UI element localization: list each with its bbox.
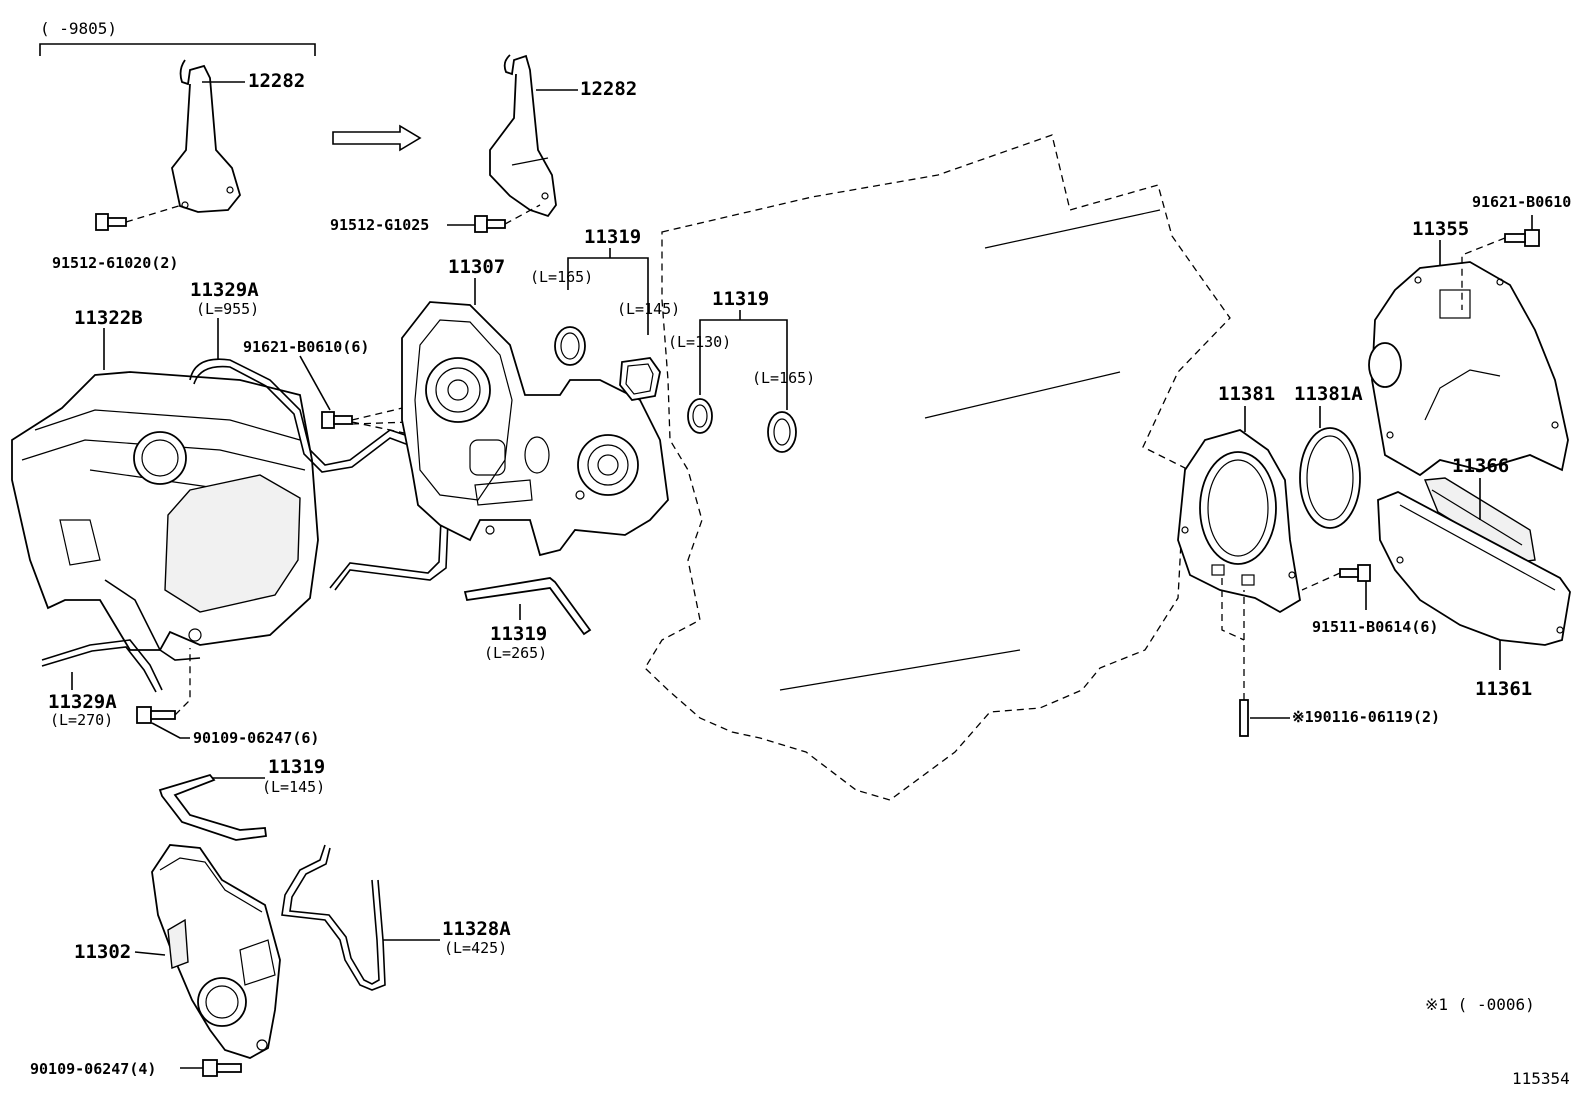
label-90109-06247-6: 90109-06247(6) — [193, 729, 319, 747]
label-11328A: 11328A — [442, 918, 511, 940]
part-11328A-gasket-425[interactable] — [281, 844, 386, 991]
bolt-91512-61020[interactable] — [95, 213, 127, 231]
label-11319-b-len2: (L=165) — [752, 369, 815, 387]
range-note-bottom: ※1 ( -0006) — [1425, 995, 1535, 1014]
label-11319-a-len1: (L=165) — [530, 268, 593, 286]
label-91621-B0610-6: 91621-B0610(6) — [243, 338, 369, 356]
replacement-arrow-icon — [332, 124, 422, 152]
range-bracket-top — [39, 43, 316, 56]
part-11319-oring-130[interactable] — [687, 398, 713, 434]
label-11302: 11302 — [74, 941, 131, 963]
part-11319-oring-165a[interactable] — [554, 326, 586, 366]
label-11319-b-len1: (L=130) — [668, 333, 731, 351]
label-11319-c-len: (L=265) — [484, 644, 547, 662]
dash-91512-G1025 — [504, 204, 541, 225]
label-11319-a: 11319 — [584, 226, 641, 248]
label-11381: 11381 — [1218, 383, 1275, 405]
part-11322B-timing-cover[interactable] — [11, 371, 319, 651]
label-11319-c: 11319 — [490, 623, 547, 645]
label-91512-G1025: 91512-G1025 — [330, 216, 429, 234]
leader-90109-06247-6 — [151, 722, 190, 739]
label-91621-B0610: 91621-B0610 — [1472, 193, 1571, 211]
part-11302-lower-cover[interactable] — [151, 844, 281, 1059]
label-12282-new: 12282 — [580, 78, 637, 100]
label-11329A-bottom-len: (L=270) — [50, 711, 113, 729]
label-11319-b: 11319 — [712, 288, 769, 310]
label-11329A-bottom: 11329A — [48, 691, 117, 713]
label-11381A: 11381A — [1294, 383, 1363, 405]
dash-91512-61020 — [125, 204, 183, 223]
part-11381-seal-retainer[interactable] — [1177, 429, 1301, 614]
part-12282-old[interactable] — [171, 59, 241, 213]
part-11329A-gasket-270[interactable] — [41, 579, 201, 693]
part-11319-strip-145[interactable] — [158, 773, 268, 841]
label-11361: 11361 — [1475, 678, 1532, 700]
dash-91621-B0610 — [1461, 237, 1506, 310]
bolt-90109-06247-4[interactable] — [202, 1059, 242, 1077]
label-11329A-top: 11329A — [190, 279, 259, 301]
label-11355: 11355 — [1412, 218, 1469, 240]
label-90109-06247-4: 90109-06247(4) — [30, 1060, 156, 1078]
part-11319-strip-265[interactable] — [463, 577, 592, 636]
part-11361-plate[interactable] — [1377, 491, 1571, 646]
dash-90116-06119 — [1221, 578, 1245, 700]
part-11307-cover[interactable] — [401, 301, 669, 557]
part-11319-oring-165b[interactable] — [767, 411, 797, 453]
leader-11302 — [134, 951, 166, 956]
label-91511-B0614-6: 91511-B0614(6) — [1312, 618, 1438, 636]
label-11319-d-len: (L=145) — [262, 778, 325, 796]
range-note-top: ( -9805) — [40, 19, 117, 38]
part-11355-end-plate[interactable] — [1368, 261, 1569, 477]
label-11328A-len: (L=425) — [444, 939, 507, 957]
dash-90109-06247-6 — [174, 648, 191, 716]
part-11319-seal-145[interactable] — [619, 357, 661, 401]
bolt-91621-B0610-6[interactable] — [321, 411, 353, 429]
label-90116-06119: ※190116-06119(2) — [1292, 708, 1440, 726]
stud-90116-06119[interactable] — [1239, 699, 1249, 737]
label-11366: 11366 — [1452, 455, 1509, 477]
label-11307: 11307 — [448, 256, 505, 278]
bolt-91621-B0610[interactable] — [1504, 229, 1540, 247]
label-11329A-top-len: (L=955) — [196, 300, 259, 318]
callout-11319-group-a — [567, 248, 649, 335]
label-12282-old: 12282 — [248, 70, 305, 92]
label-11322B: 11322B — [74, 307, 143, 329]
bolt-91512-G1025[interactable] — [474, 215, 506, 233]
dash-91511-B0614-6 — [1301, 572, 1341, 591]
label-11319-a-len2: (L=145) — [617, 300, 680, 318]
bolt-91511-B0614-6[interactable] — [1339, 564, 1371, 582]
part-12282-new[interactable] — [489, 54, 557, 218]
part-11381A-oil-seal[interactable] — [1299, 427, 1361, 529]
bolt-90109-06247-6[interactable] — [136, 706, 176, 724]
engine-block-outline — [644, 134, 1231, 801]
label-91512-61020: 91512-61020(2) — [52, 254, 178, 272]
callout-11319-group-b — [699, 310, 788, 410]
leader-91621-B0610-6 — [299, 355, 331, 411]
figure-id: 115354 — [1512, 1069, 1570, 1088]
label-11319-d: 11319 — [268, 756, 325, 778]
